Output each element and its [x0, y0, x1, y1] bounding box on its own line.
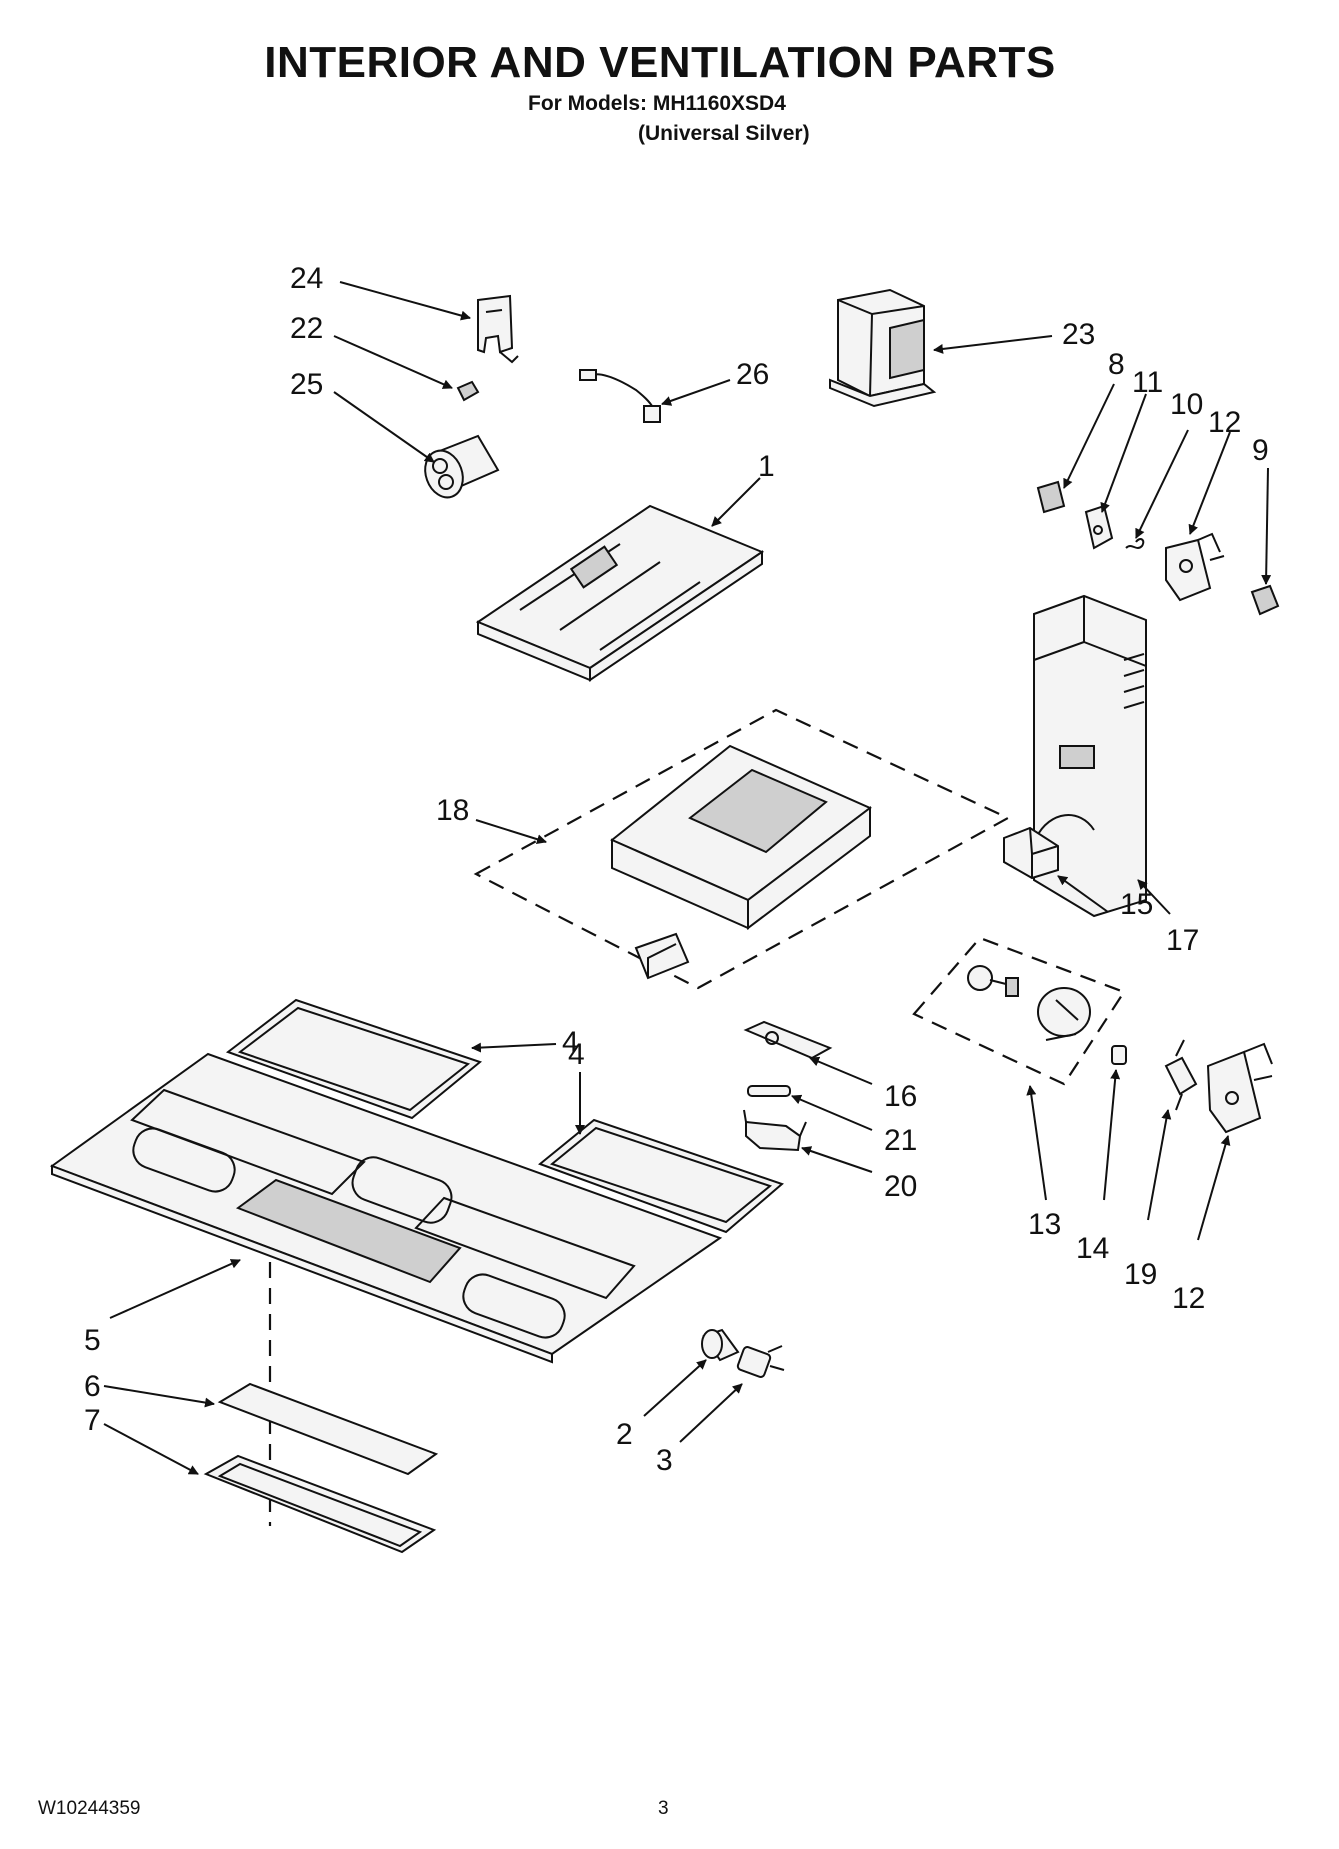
- callout-4-left: 4: [562, 1026, 579, 1059]
- part-25-capacitor: [424, 434, 500, 499]
- part-11-switch-holder: [1084, 504, 1114, 550]
- callout-labels: 24 22 25 26 23 8 11 10 12 9 1 18 17 15 1…: [84, 262, 1269, 1477]
- callout-6: 6: [84, 1370, 101, 1403]
- page-number: 3: [658, 1798, 669, 1819]
- part-19-switch: [1164, 1039, 1198, 1111]
- part-8-switch: [1036, 480, 1066, 514]
- callout-7: 7: [84, 1404, 101, 1437]
- callout-15: 15: [1120, 888, 1153, 921]
- part-21-fuse: [747, 1085, 791, 1097]
- part-22-clip: [456, 380, 480, 402]
- callout-25: 25: [290, 368, 323, 401]
- callout-1: 1: [758, 450, 775, 483]
- callout-10: 10: [1170, 388, 1203, 421]
- document-number: W10244359: [38, 1798, 141, 1819]
- callout-11: 11: [1132, 366, 1163, 399]
- part-9-switch: [1250, 584, 1280, 616]
- callout-4-right: 4: [568, 1038, 585, 1071]
- callout-2: 2: [616, 1418, 633, 1451]
- part-10-spring: [1125, 538, 1145, 549]
- callout-17: 17: [1166, 924, 1199, 957]
- part-12-latch-upper: [1165, 532, 1225, 602]
- part-13-group-outline: [912, 936, 1126, 1086]
- callout-16: 16: [884, 1080, 917, 1113]
- part-20-fuse-holder: [743, 1109, 807, 1152]
- part-18-duct: [610, 744, 872, 931]
- part-26-thermal-cutout: [579, 369, 661, 423]
- part-17-air-guide: [1033, 594, 1147, 918]
- part-3-socket: [736, 1345, 785, 1378]
- callout-12-lower: 12: [1172, 1282, 1205, 1315]
- callout-21: 21: [884, 1124, 917, 1157]
- callout-14: 14: [1076, 1232, 1109, 1265]
- part-24-bracket: [477, 294, 519, 364]
- callout-12-upper: 12: [1208, 406, 1241, 439]
- callout-20: 20: [884, 1170, 917, 1203]
- part-23-transformer: [829, 288, 937, 408]
- part-7-cover: [203, 1454, 437, 1554]
- part-2-lamp: [701, 1328, 740, 1362]
- callout-5: 5: [84, 1324, 101, 1357]
- part-1-mounting-plate: [475, 504, 765, 682]
- callout-3: 3: [656, 1444, 673, 1477]
- callout-26: 26: [736, 358, 769, 391]
- part-6-lens: [217, 1382, 439, 1476]
- callout-18: 18: [436, 794, 469, 827]
- page-title: INTERIOR AND VENTILATION PARTS: [264, 38, 1056, 87]
- part-13-motor-parts: [967, 965, 1091, 1041]
- part-12-latch-lower: [1206, 1042, 1273, 1134]
- models-line: For Models: MH1160XSD4: [528, 92, 786, 115]
- part-18-bracket: [634, 932, 690, 980]
- part-16-lamp-socket: [743, 1020, 833, 1060]
- callout-22: 22: [290, 312, 323, 345]
- callout-23: 23: [1062, 318, 1095, 351]
- leader-lines: [103, 281, 1272, 1475]
- part-4-filter-left: [225, 998, 483, 1120]
- part-14-plug: [1111, 1045, 1127, 1065]
- callout-13: 13: [1028, 1208, 1061, 1241]
- part-5-bottom-plate: [49, 1052, 723, 1364]
- finish-line: (Universal Silver): [638, 122, 810, 145]
- callout-24: 24: [290, 262, 323, 295]
- callout-9: 9: [1252, 434, 1269, 467]
- callout-19: 19: [1124, 1258, 1157, 1291]
- callout-8: 8: [1108, 348, 1125, 381]
- part-15-block: [1003, 826, 1059, 880]
